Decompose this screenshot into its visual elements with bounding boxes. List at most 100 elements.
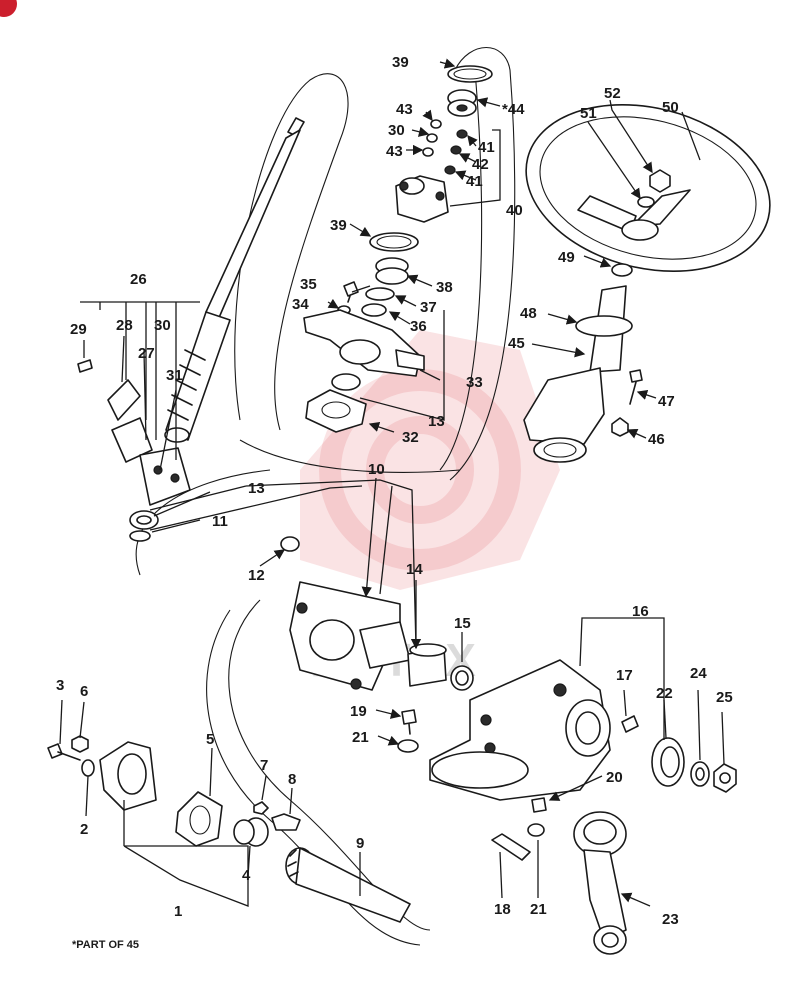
callout-7: 7 (260, 757, 268, 774)
callout-42: 42 (472, 156, 489, 173)
callout-12: 12 (248, 567, 265, 584)
nut-6 (71, 735, 89, 753)
washer-24 (690, 761, 710, 787)
gasket-32 (305, 389, 367, 433)
footnote: *PART OF 45 (72, 939, 139, 951)
callout-9: 9 (356, 835, 364, 852)
callout-17: 17 (616, 667, 633, 684)
steering-shaft-upper (164, 117, 305, 443)
callout-8: 8 (288, 771, 296, 788)
nut-25 (713, 763, 737, 793)
callout-39: 39 (392, 54, 409, 71)
callout-15: 15 (454, 615, 471, 632)
bolt-18 (491, 833, 531, 861)
bearing-cup-44 (447, 89, 477, 117)
callout-37: 37 (420, 299, 437, 316)
callout-18: 18 (494, 901, 511, 918)
bolt-3 (47, 743, 81, 761)
callout-51: 51 (580, 105, 597, 122)
callout-33: 33 (466, 374, 483, 391)
callout-35: 35 (300, 276, 317, 293)
callout-26: 26 (130, 271, 147, 288)
callout-41: 41 (466, 173, 483, 190)
callout-23: 23 (662, 911, 679, 928)
adapter-ring-13 (331, 373, 361, 391)
callout-21: 21 (352, 729, 369, 746)
nut-52 (649, 169, 671, 193)
callout-43: 43 (396, 101, 413, 118)
steering-arm-23 (573, 811, 627, 955)
callout-52: 52 (604, 85, 621, 102)
callout-32: 32 (402, 429, 419, 446)
callout-3: 3 (56, 677, 64, 694)
callout-6: 6 (80, 683, 88, 700)
callout-47: 47 (658, 393, 675, 410)
callout-2: 2 (80, 821, 88, 838)
callout-24: 24 (690, 665, 707, 682)
seal-36 (361, 303, 387, 317)
lockwasher-21-upper (397, 739, 419, 753)
bushing-14 (407, 643, 447, 687)
gear-housing (289, 581, 411, 691)
callout-48: 48 (520, 305, 537, 322)
callout-22: 22 (656, 685, 673, 702)
callout-16: 16 (632, 603, 649, 620)
steering-wheel-50 (525, 103, 771, 273)
callout-27: 27 (138, 345, 155, 362)
callout-43: 43 (386, 143, 403, 160)
leader-lines (59, 58, 725, 907)
callout-20: 20 (606, 769, 623, 786)
callout-50: 50 (662, 99, 679, 116)
corner-badge (0, 0, 17, 17)
washer-21-lower (527, 823, 545, 837)
column-housing-33 (303, 309, 425, 377)
o-ring-39-top (447, 65, 493, 83)
callout-14: 14 (406, 561, 423, 578)
washer-15 (450, 665, 474, 691)
balls-43-30 (422, 119, 442, 157)
callout-1: 1 (174, 903, 182, 920)
callout-30: 30 (154, 317, 171, 334)
seal-and-ring (129, 510, 159, 542)
callout-25: 25 (716, 689, 733, 706)
guides-41-42 (444, 129, 468, 175)
callout-39: 39 (330, 217, 347, 234)
o-ring-39-mid (369, 232, 419, 252)
coupling-group (77, 359, 191, 506)
support-bracket (429, 659, 611, 801)
bolt-19 (401, 709, 417, 735)
grease-fitting-17 (621, 715, 639, 733)
bolt-20 (531, 797, 547, 813)
race-37 (365, 287, 395, 301)
bearing-22 (651, 737, 685, 787)
housing-cover-1 (99, 741, 157, 811)
callout-40: 40 (506, 202, 523, 219)
bolt-35 (343, 281, 359, 303)
callout-38: 38 (436, 279, 453, 296)
column-45 (523, 285, 633, 463)
callout-labels: 39 *44 43 30 43 41 42 41 40 39 38 37 36 … (56, 54, 733, 928)
callout-36: 36 (410, 318, 427, 335)
nut-7 (253, 801, 269, 815)
bushing-4 (233, 817, 269, 847)
bolt-47 (629, 369, 643, 405)
callout-29: 29 (70, 321, 87, 338)
callout-4: 4 (242, 867, 251, 884)
callout-30: 30 (388, 122, 405, 139)
callout-21: 21 (530, 901, 547, 918)
callout-34: 34 (292, 296, 309, 313)
ball-nut-40 (395, 175, 449, 223)
callout-11: 11 (212, 513, 228, 530)
callout-28: 28 (116, 317, 133, 334)
callout-46: 46 (648, 431, 665, 448)
callout-49: 49 (558, 249, 575, 266)
bolt-8 (271, 813, 301, 831)
callout-5: 5 (206, 731, 214, 748)
callout-45: 45 (508, 335, 525, 352)
callout-41: 41 (478, 139, 495, 156)
callout-13: 13 (428, 413, 445, 430)
plug-12 (280, 536, 300, 552)
gasket-5 (175, 791, 223, 847)
